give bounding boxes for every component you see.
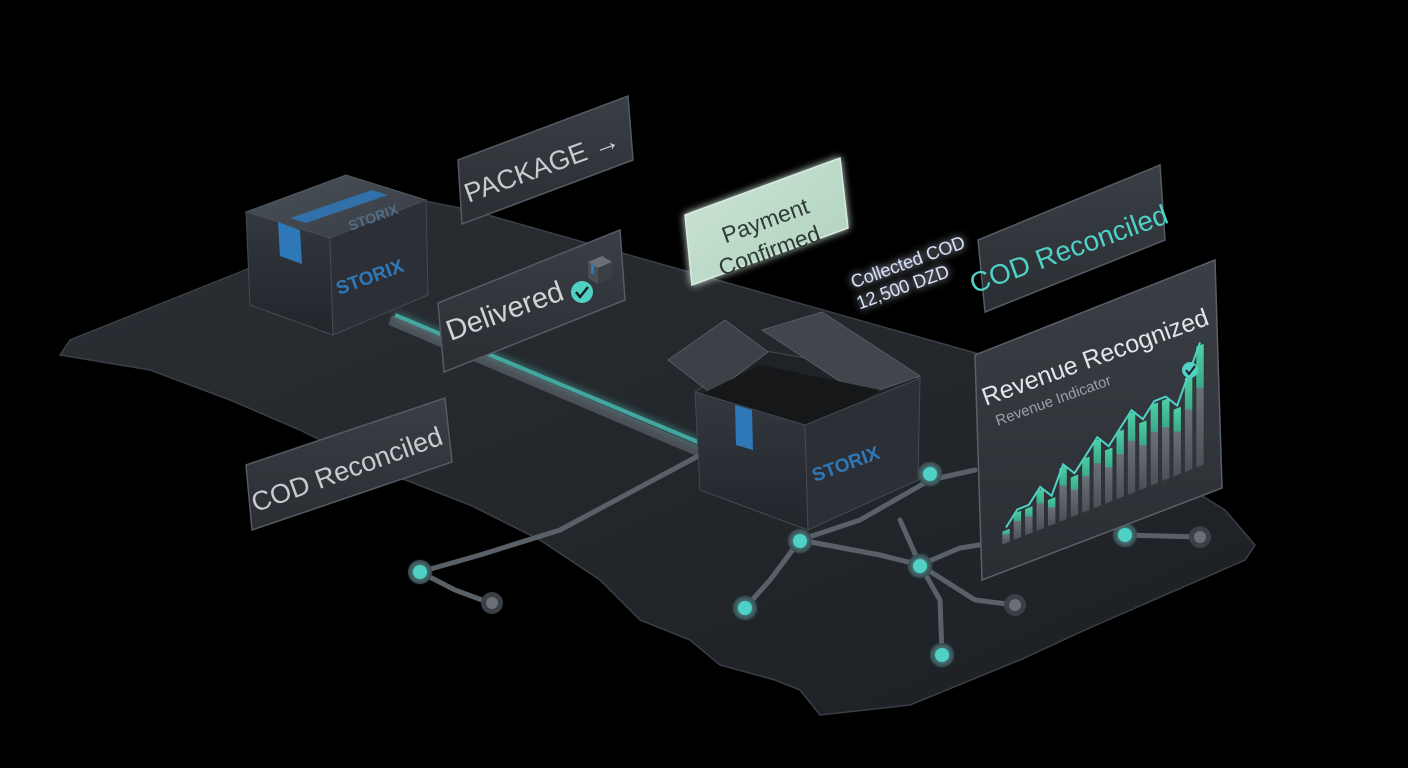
revenue-trend-line <box>1005 342 1201 529</box>
collected-cod: Collected COD 12,500 DZD <box>848 232 968 313</box>
revenue-bar <box>1024 505 1034 537</box>
revenue-bar <box>1161 397 1171 482</box>
check-circle-icon <box>571 281 593 303</box>
revenue-bar <box>1115 428 1125 501</box>
revenue-bar <box>1138 419 1148 492</box>
revenue-panel: Revenue Recognized Revenue Indicator <box>974 258 1223 582</box>
revenue-bar <box>1081 455 1091 514</box>
revenue-bar <box>1150 401 1159 487</box>
box-icon <box>588 256 612 284</box>
revenue-bar <box>1035 487 1045 532</box>
revenue-chart <box>1001 342 1205 546</box>
package-label-panel: PACKAGE → <box>457 94 634 226</box>
revenue-bar <box>1195 342 1205 469</box>
revenue-bar <box>1013 509 1022 541</box>
revenue-bar <box>1001 527 1011 546</box>
revenue-bar <box>1047 496 1056 528</box>
revenue-bar <box>1184 374 1193 473</box>
revenue-bar <box>1172 406 1182 478</box>
network-nodes <box>408 462 1211 667</box>
check-circle-icon <box>1182 362 1198 378</box>
revenue-bar <box>1104 446 1113 505</box>
center-box: STORIX <box>667 311 922 531</box>
revenue-bar <box>1127 410 1136 496</box>
left-box: STORIX STORIX <box>244 174 429 336</box>
revenue-bar <box>1093 437 1102 510</box>
payment-confirmed-panel: Payment Confirmed <box>684 156 849 287</box>
revenue-bar <box>1070 473 1079 519</box>
